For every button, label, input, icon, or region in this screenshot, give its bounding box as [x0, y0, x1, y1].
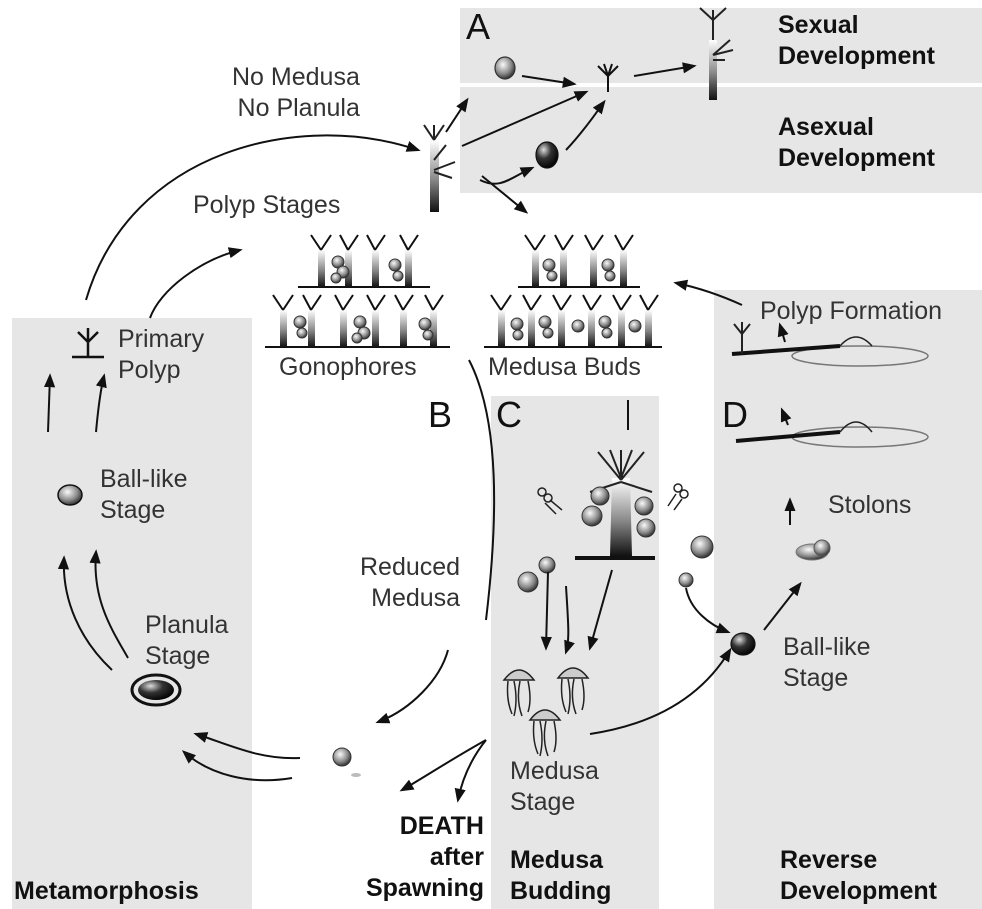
stolons-label: Stolons [828, 490, 911, 521]
spawned-egg-icon [333, 748, 361, 777]
spawning-line: Spawning [364, 873, 484, 904]
primary-polyp-icon [72, 328, 104, 357]
ball-like-stage-right-icon [731, 633, 755, 655]
primary-polyp-label: Primary Polyp [118, 324, 204, 386]
ball-like-left-line-2: Stage [100, 495, 188, 526]
reverse-development-line-2: Development [780, 876, 937, 907]
central-polyp-icon [424, 125, 455, 212]
medusa-budding-line-1: Medusa [510, 845, 611, 876]
asexual-development-line-2: Development [778, 143, 935, 174]
medusa-buds-label: Medusa Buds [488, 352, 641, 383]
panel-letter-a: A [466, 8, 490, 46]
panel-a-primary-polyp-icon [598, 64, 618, 92]
panel-a-adult-polyp-icon [700, 8, 733, 100]
medusa-stage-label: Medusa Stage [510, 756, 599, 818]
budding-polyp-icon [575, 450, 655, 560]
sexual-development-label: Sexual Development [778, 10, 935, 72]
metamorphosis-label: Metamorphosis [14, 876, 199, 907]
planula-line-1: Planula [145, 610, 228, 641]
after-line: after [364, 842, 484, 873]
asexual-development-label: Asexual Development [778, 112, 935, 174]
spinning-ball-icon [796, 540, 830, 560]
reduced-medusa-line-1: Reduced [360, 552, 460, 583]
medusa-bud-colony-icon [484, 235, 662, 347]
ball-like-stage-right-label: Ball-like Stage [783, 632, 871, 694]
medusa-icon [504, 668, 588, 756]
medusa-stage-line-1: Medusa [510, 756, 599, 787]
medusa-budding-line-2: Budding [510, 876, 611, 907]
ball-like-right-line-1: Ball-like [783, 632, 871, 663]
no-medusa-no-planula-label: No Medusa No Planula [232, 62, 360, 124]
sexual-development-line-2: Development [778, 41, 935, 72]
no-planula-line: No Planula [232, 93, 360, 124]
ball-like-left-line-1: Ball-like [100, 464, 188, 495]
gonophores-label: Gonophores [279, 352, 417, 383]
asexual-development-line-1: Asexual [778, 112, 935, 143]
medusa-budding-label: Medusa Budding [510, 845, 611, 907]
panel-a-ball-icon [536, 142, 558, 168]
planula-icon [132, 675, 180, 705]
reverse-development-line-1: Reverse [780, 845, 937, 876]
stolon-icon [732, 322, 928, 447]
reduced-medusa-line-2: Medusa [360, 583, 460, 614]
panel-letter-c: C [496, 396, 522, 434]
no-medusa-line: No Medusa [232, 62, 360, 93]
primary-polyp-line-2: Polyp [118, 355, 204, 386]
death-line: DEATH [364, 811, 484, 842]
ball-like-stage-left-icon [58, 485, 82, 505]
polyp-stages-label: Polyp Stages [193, 190, 340, 221]
planula-line-2: Stage [145, 641, 228, 672]
panel-letter-b: B [428, 396, 452, 434]
primary-polyp-line-1: Primary [118, 324, 204, 355]
ball-like-right-line-2: Stage [783, 663, 871, 694]
medusa-stage-line-2: Stage [510, 787, 599, 818]
panel-a-egg-icon [495, 57, 515, 79]
reverse-development-label: Reverse Development [780, 845, 937, 907]
polyp-formation-label: Polyp Formation [760, 296, 942, 327]
ball-like-stage-left-label: Ball-like Stage [100, 464, 188, 526]
planula-stage-label: Planula Stage [145, 610, 228, 672]
reduced-medusa-label: Reduced Medusa [360, 552, 460, 614]
panel-letter-d: D [722, 396, 748, 434]
gonophore-colony-icon [265, 235, 450, 347]
death-after-spawning-label: DEATH after Spawning [364, 811, 484, 904]
sexual-development-line-1: Sexual [778, 10, 935, 41]
